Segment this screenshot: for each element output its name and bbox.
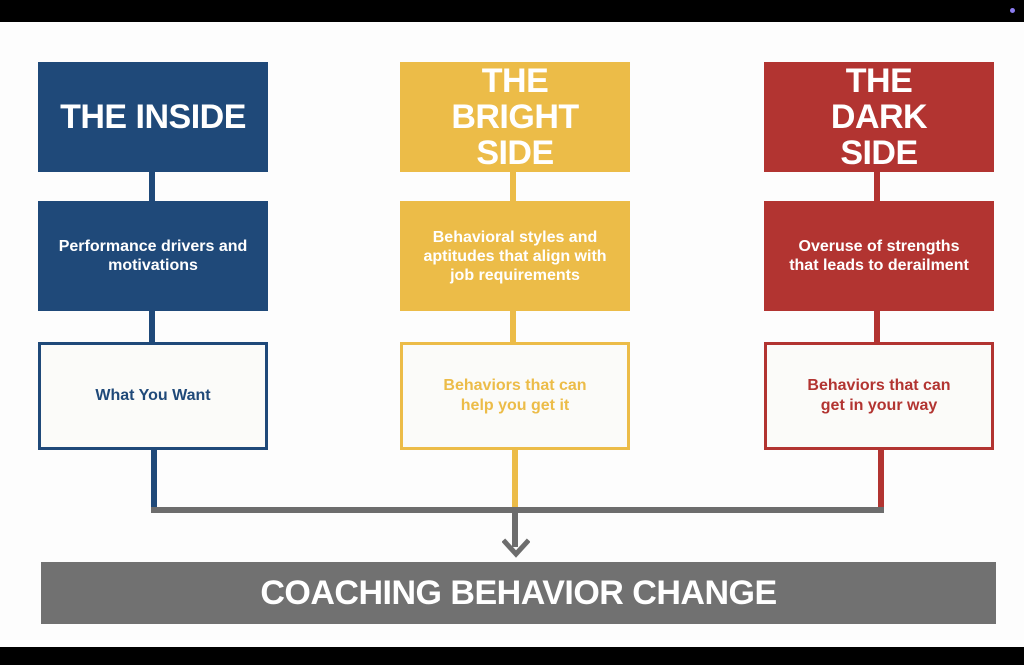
bright-title-box: THE BRIGHT SIDE: [400, 62, 630, 172]
inside-connector-1: [149, 170, 155, 203]
window-top-bar: [0, 0, 1024, 22]
dark-description: Overuse of strengths that leads to derai…: [789, 238, 969, 274]
inside-connector-3: [151, 448, 157, 510]
dark-connector-2: [874, 309, 880, 344]
bright-outcome-box: Behaviors that can help you get it: [400, 342, 630, 450]
indicator-dot: [1010, 8, 1015, 13]
dark-title: THE DARK SIDE: [830, 62, 928, 172]
inside-description-box: Performance drivers and motivations: [38, 201, 268, 311]
inside-description: Performance drivers and motivations: [58, 238, 248, 274]
dark-description-box: Overuse of strengths that leads to derai…: [764, 201, 994, 311]
bright-description-box: Behavioral styles and aptitudes that ali…: [400, 201, 630, 311]
inside-outcome: What You Want: [95, 387, 211, 404]
window-bottom-bar: [0, 647, 1024, 665]
coaching-banner: COACHING BEHAVIOR CHANGE: [41, 562, 996, 624]
inside-connector-2: [149, 309, 155, 344]
dark-connector-1: [874, 170, 880, 203]
dark-outcome-box: Behaviors that can get in your way: [764, 342, 994, 450]
bright-connector-3: [512, 448, 518, 510]
inside-outcome-box: What You Want: [38, 342, 268, 450]
bright-description: Behavioral styles and aptitudes that ali…: [423, 228, 607, 284]
inside-title-box: THE INSIDE: [38, 62, 268, 172]
inside-title: THE INSIDE: [60, 98, 246, 136]
bright-connector-2: [510, 309, 516, 344]
bright-outcome: Behaviors that can help you get it: [443, 377, 587, 414]
banner-label: COACHING BEHAVIOR CHANGE: [260, 573, 777, 612]
bright-connector-1: [510, 170, 516, 203]
dark-title-box: THE DARK SIDE: [764, 62, 994, 172]
down-arrow-icon: [502, 538, 530, 558]
bright-title: THE BRIGHT SIDE: [451, 62, 579, 172]
center-down-connector: [512, 507, 518, 547]
dark-connector-3: [878, 448, 884, 510]
dark-outcome: Behaviors that can get in your way: [807, 377, 951, 414]
